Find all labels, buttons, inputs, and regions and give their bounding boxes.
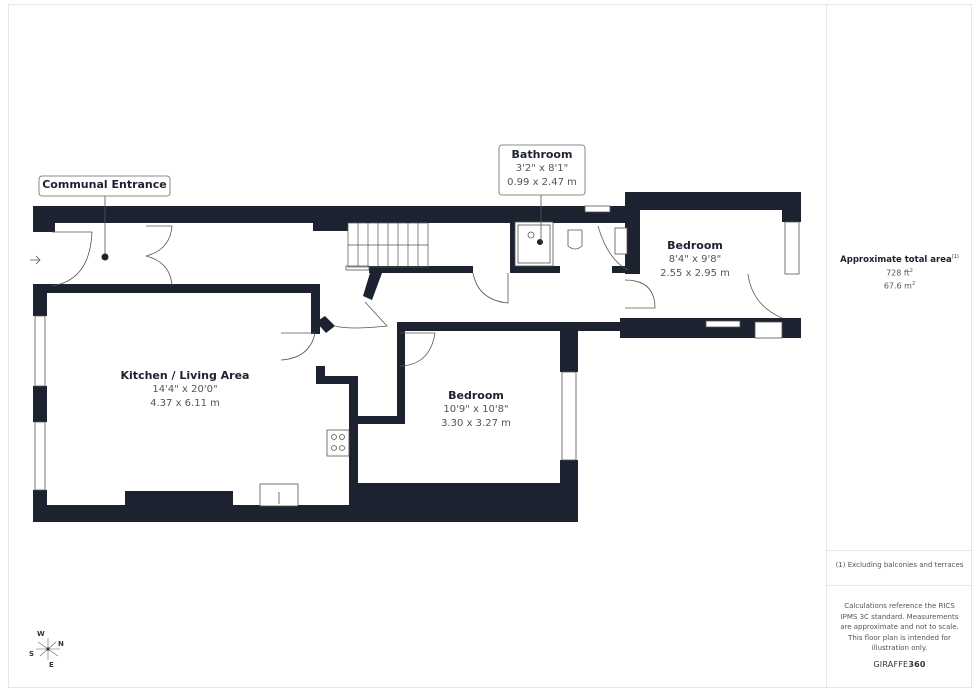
brand-bold: 360: [908, 660, 926, 669]
kitchen-fixtures: [259, 429, 350, 507]
bathroom-imperial: 3'2" x 8'1": [515, 163, 569, 174]
room-bedroom-2: Bedroom 10'9" x 10'8" 3.30 x 3.27 m: [406, 388, 546, 431]
room-name: Bedroom: [448, 389, 504, 402]
area-sqm: 67.6 m2: [827, 281, 972, 291]
windows: [34, 205, 800, 491]
callout-communal-entrance-label: Communal Entrance: [42, 178, 167, 191]
footnote: (1) Excluding balconies and terraces: [835, 561, 964, 569]
bathroom-metric: 0.99 x 2.47 m: [507, 177, 577, 188]
compass-n: N: [58, 640, 64, 648]
bathroom-name: Bathroom: [511, 148, 573, 161]
area-sqm-sup: 2: [911, 281, 916, 287]
room-metric: 4.37 x 6.11 m: [150, 398, 220, 409]
callout-bathroom-box: Bathroom 3'2" x 8'1" 0.99 x 2.47 m: [499, 147, 585, 190]
entrance-arrow-icon: [30, 255, 41, 265]
area-sqft-value: 728 ft: [886, 268, 910, 278]
bathroom-fixtures: [514, 221, 628, 267]
stairs: [347, 222, 429, 268]
compass-icon: [36, 638, 60, 660]
callout-communal-entrance: [38, 175, 171, 261]
divider: [827, 585, 972, 586]
room-bedroom-1: Bedroom 8'4" x 9'8" 2.55 x 2.95 m: [630, 238, 760, 281]
area-sqm-value: 67.6 m: [883, 281, 912, 291]
room-name: Kitchen / Living Area: [120, 369, 250, 382]
area-title-text: Approximate total area: [840, 254, 952, 265]
compass-w: W: [37, 630, 45, 638]
area-title: Approximate total area(1): [827, 254, 972, 265]
room-imperial: 14'4" x 20'0": [152, 384, 218, 395]
room-metric: 3.30 x 3.27 m: [441, 418, 511, 429]
doors: [51, 225, 783, 367]
room-name: Bedroom: [667, 239, 723, 252]
area-sqft: 728 ft2: [827, 268, 972, 278]
room-metric: 2.55 x 2.95 m: [660, 268, 730, 279]
room-imperial: 10'9" x 10'8": [443, 404, 509, 415]
brand-logo: GIRAFFE360: [827, 660, 972, 669]
room-kitchen-living: Kitchen / Living Area 14'4" x 20'0" 4.37…: [95, 368, 275, 411]
info-sidebar: Approximate total area(1) 728 ft2 67.6 m…: [826, 4, 972, 688]
callout-bathroom: [498, 144, 586, 242]
brand-light: GIRAFFE: [873, 660, 909, 669]
compass-e: E: [49, 661, 54, 669]
walls: [33, 192, 801, 522]
area-footnote-mark: (1): [951, 254, 959, 260]
disclaimer: Calculations reference the RICS IPMS 3C …: [840, 602, 959, 652]
area-sqft-sup: 2: [909, 268, 913, 274]
page-frame: [8, 4, 972, 688]
divider: [827, 550, 972, 551]
compass-s: S: [29, 650, 35, 658]
room-imperial: 8'4" x 9'8": [668, 254, 722, 265]
